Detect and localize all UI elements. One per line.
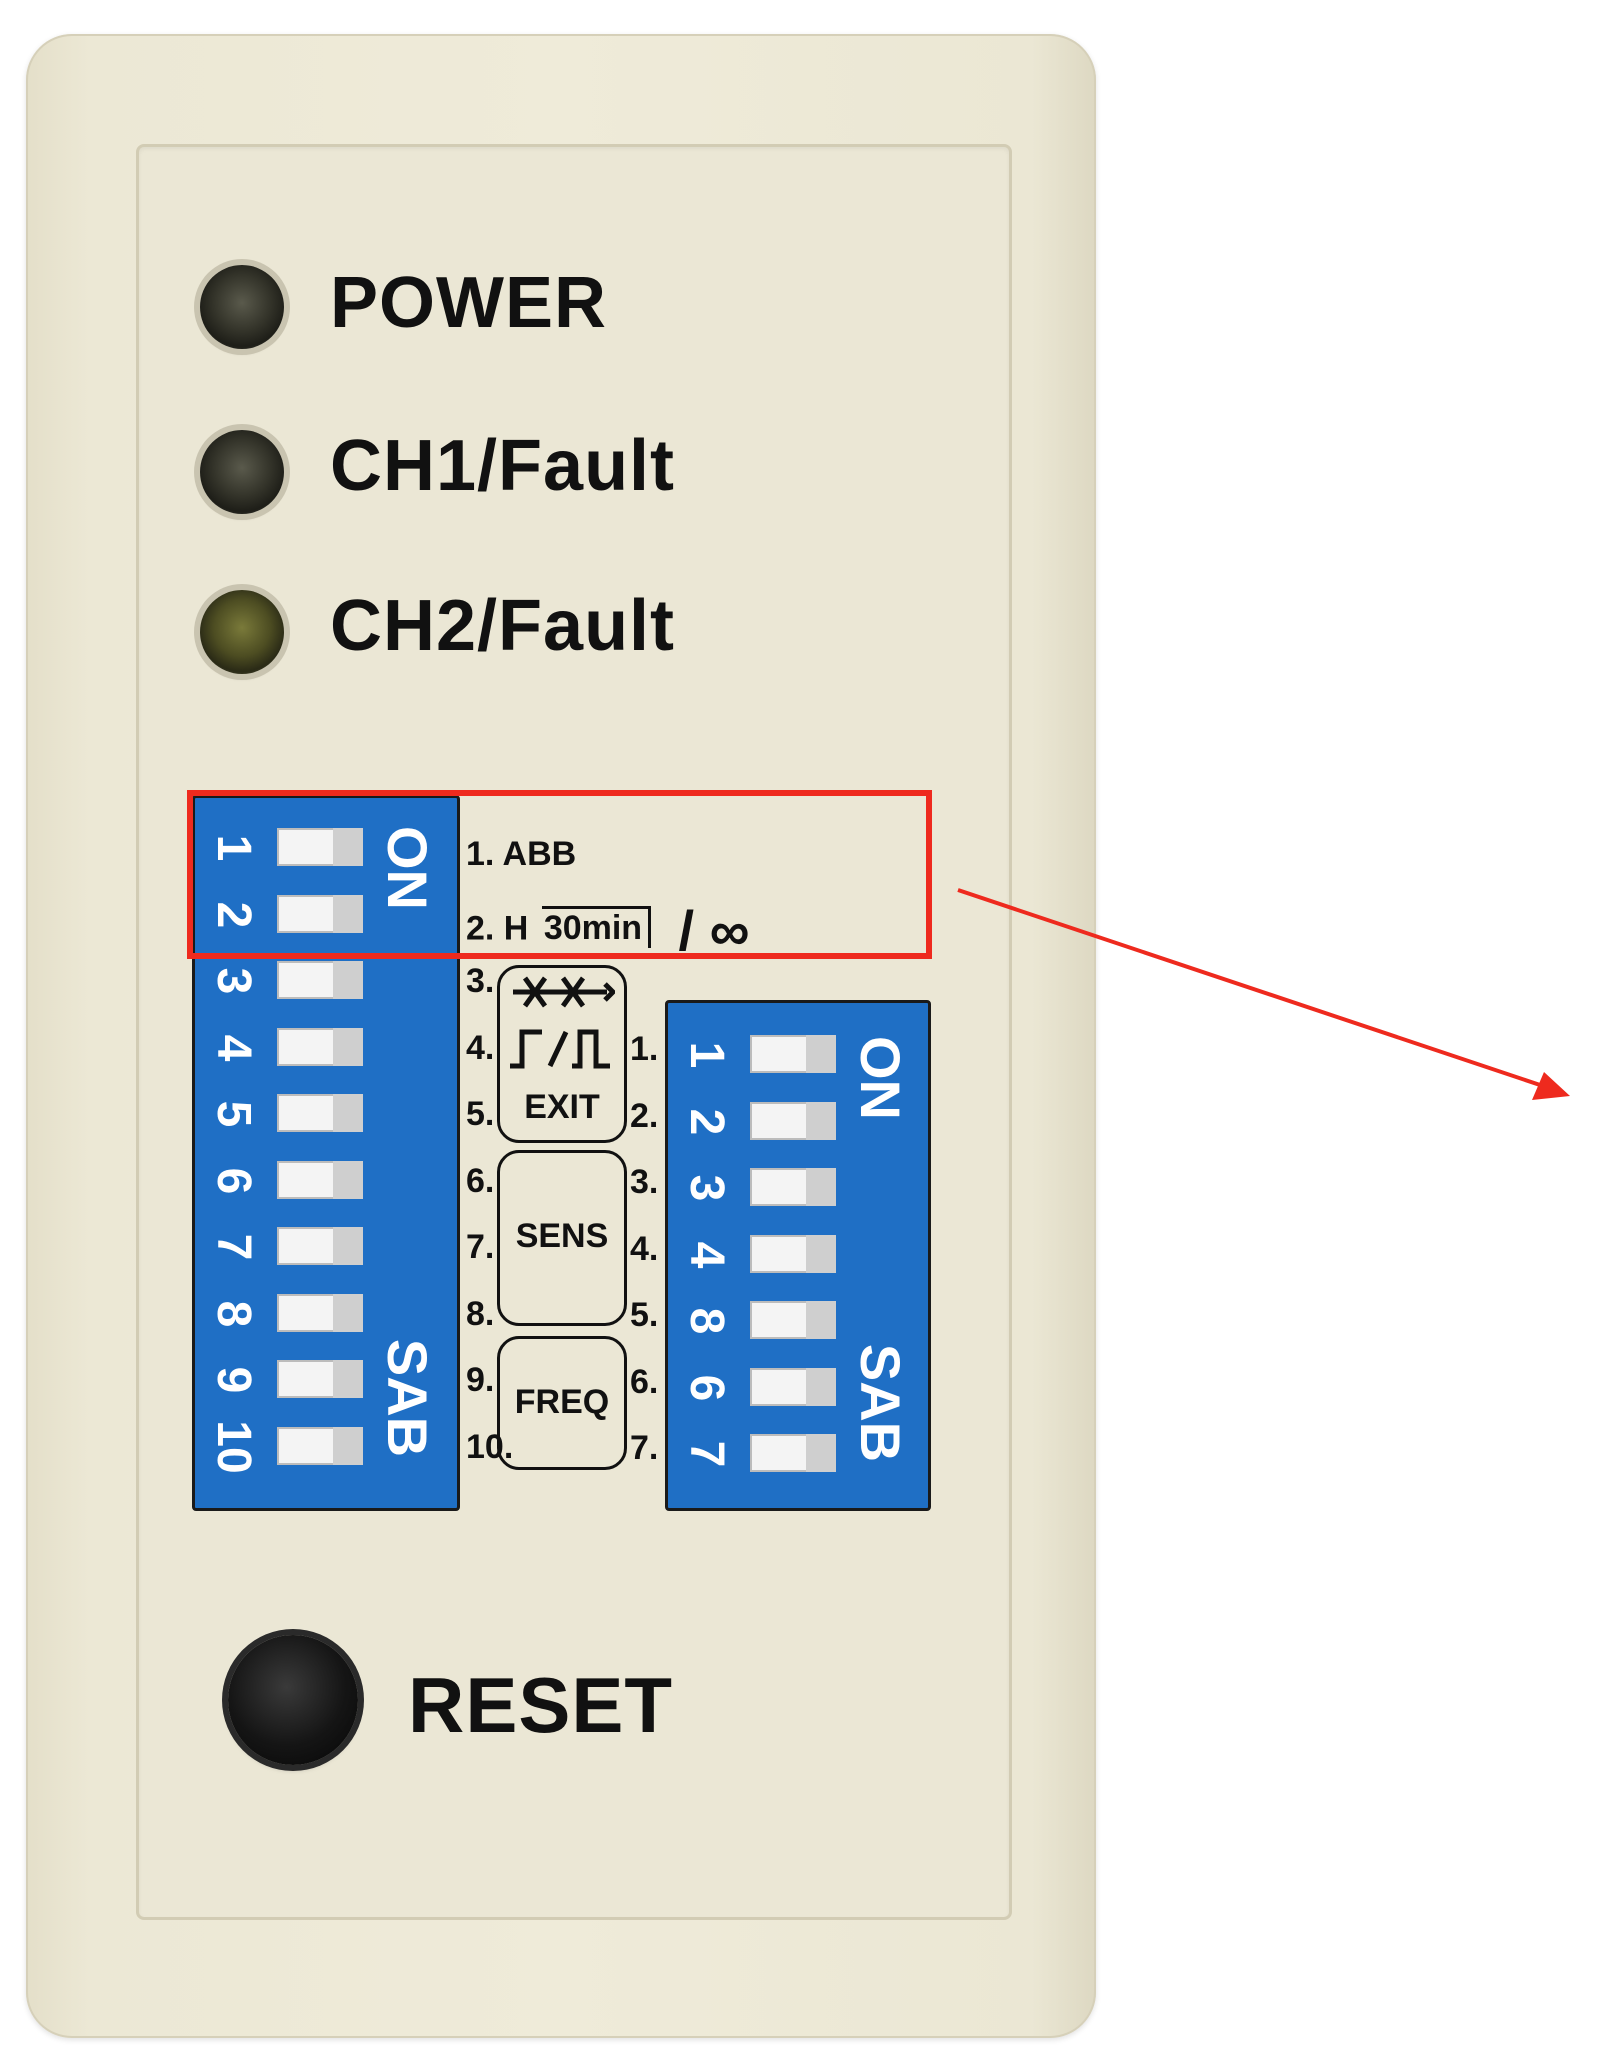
dip-left-toggle[interactable] [277,828,363,866]
dip-switch-right: ON SAB 1 2 3 4 8 6 7 [665,1000,931,1511]
dip-left-number: 10 [207,1419,260,1474]
legend-number: 4. [630,1229,659,1268]
dip-right-toggle[interactable] [750,1234,836,1273]
dip-left-toggle[interactable] [277,1227,363,1265]
ch1-fault-led-label: CH1/Fault [330,426,676,506]
dip-left-number: 9 [207,1366,260,1394]
legend-sens-label: SENS [515,1217,609,1255]
dip-right-number: 8 [680,1307,733,1335]
legend-number: 5. [630,1296,659,1334]
legend-group-exit: EXIT [497,965,627,1143]
legend-row-1: 1. ABB [466,835,577,873]
crossed-beams-icon [513,976,615,1008]
reset-button[interactable] [228,1635,358,1765]
dip-right-toggle[interactable] [750,1101,836,1140]
legend-freq-label: FREQ [514,1383,610,1421]
dip-right-toggle[interactable] [750,1035,836,1073]
dip-right-toggle[interactable] [750,1367,836,1406]
legend-row-2-suffix: / ∞ [678,899,750,962]
dip-left-toggle[interactable] [277,1160,363,1199]
ch2-fault-led [200,590,284,674]
dip-right-number: 3 [680,1174,733,1202]
dip-right-number: 2 [680,1108,733,1135]
dip-left-toggle[interactable] [277,1293,363,1332]
dip-right-on-label: ON [849,1036,912,1120]
legend-number: 6. [630,1362,659,1401]
power-led [200,265,284,349]
pulse-icon [510,1029,610,1069]
legend-number: 9. [466,1361,495,1399]
dip-left-sab-label: SAB [376,1338,439,1458]
legend-number: 8. [466,1294,495,1333]
ch2-fault-led-label: CH2/Fault [330,586,676,666]
legend-number: 2. [630,1096,659,1135]
dip-right-number: 7 [680,1440,733,1468]
dip-left-number: 3 [207,967,260,995]
legend-number: 5. [466,1095,495,1133]
dip-right-number: 6 [680,1374,733,1401]
dip-left-toggle[interactable] [277,961,363,999]
dip-left-number: 4 [207,1034,260,1061]
legend-group-freq: FREQ [497,1336,627,1470]
legend-exit-label: EXIT [524,1088,600,1126]
dip-right-number: 4 [680,1241,733,1268]
legend-number: 7. [630,1429,659,1467]
dip-right-number: 1 [680,1041,733,1069]
legend-row-2-prefix: 2. H [466,909,529,948]
legend-number: 7. [466,1228,495,1266]
dip-left-toggle[interactable] [277,1094,363,1132]
dip-right-toggle[interactable] [750,1434,836,1472]
dip-right-toggle[interactable] [750,1301,836,1339]
power-led-label: POWER [330,263,608,343]
dip-left-toggle[interactable] [277,1426,363,1465]
legend-number: 6. [466,1161,495,1200]
legend-number: 1. [630,1030,659,1068]
dip-left-toggle[interactable] [277,1027,363,1066]
highlight-box [187,790,932,959]
legend-group-sens: SENS [497,1150,627,1326]
legend-number: 4. [466,1028,495,1067]
dip-right-sab-label: SAB [849,1343,912,1463]
dip-left-number: 7 [207,1233,260,1261]
dip-left-toggle[interactable] [277,1360,363,1398]
dip-left-number: 5 [207,1100,260,1128]
legend-number: 3. [466,962,495,1000]
dip-left-number: 8 [207,1300,260,1327]
reset-label: RESET [408,1661,674,1749]
legend-number: 3. [630,1163,659,1201]
ch1-fault-led [200,430,284,514]
dip-right-toggle[interactable] [750,1168,836,1206]
dip-left-number: 6 [207,1167,260,1194]
legend-row-2-box: 30min [541,906,652,949]
dip-left-toggle[interactable] [277,894,363,933]
legend-row-2: 2. H 30min / ∞ [466,898,750,963]
